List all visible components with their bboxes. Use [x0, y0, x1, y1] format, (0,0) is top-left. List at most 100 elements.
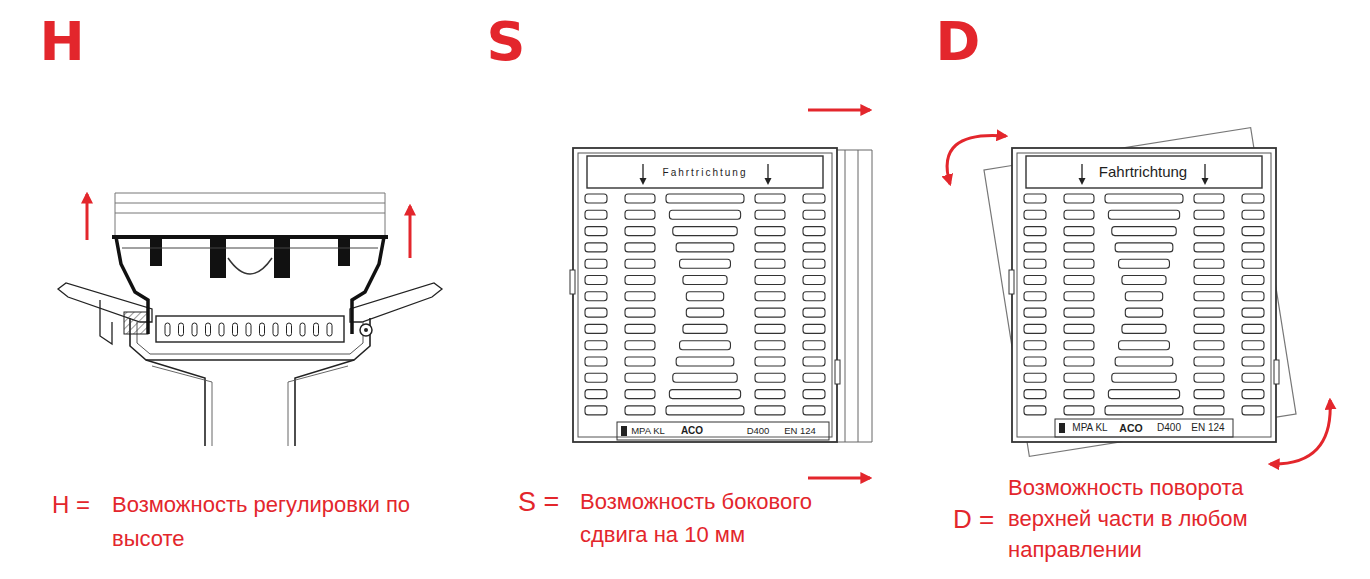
grate-slot	[1064, 292, 1094, 301]
basket-slot	[165, 323, 170, 336]
basket-slot	[327, 323, 332, 336]
rotate-arrow	[1270, 400, 1330, 464]
side-tab	[835, 360, 840, 384]
grate-slot	[625, 357, 655, 366]
grate-slot	[1105, 406, 1183, 415]
grate-slot	[803, 243, 825, 252]
grate-slot	[625, 227, 655, 236]
grate-slot	[1064, 324, 1094, 333]
basket-slot	[233, 323, 238, 336]
grate-slot	[755, 276, 785, 285]
panel-letter: H	[39, 11, 84, 73]
formula-key: D =	[953, 505, 994, 535]
grate-slot	[1242, 292, 1264, 301]
grate-slot	[1024, 227, 1046, 236]
bolt-core	[364, 328, 368, 332]
grate-slot	[1024, 406, 1046, 415]
drain-section	[58, 193, 442, 446]
direction-arrow	[767, 164, 768, 179]
outlet-pipe	[146, 360, 354, 446]
insert-rib	[210, 238, 226, 278]
grate-slot	[803, 276, 825, 285]
basket-slot	[314, 323, 319, 336]
grate-slot	[1064, 210, 1094, 219]
grate-slot	[755, 324, 785, 333]
rotate-ghost	[984, 128, 1296, 457]
basket-slot	[273, 323, 278, 336]
basket	[156, 316, 344, 342]
grate-slot	[1024, 210, 1046, 219]
grate-slot	[669, 390, 740, 399]
grate-slot	[1194, 373, 1224, 382]
grate-marking: MPA KL	[631, 426, 665, 437]
grate-slot	[1242, 357, 1264, 366]
direction-label: Fahrtrichtung	[663, 167, 748, 179]
grate-slot	[755, 390, 785, 399]
insert-rib	[274, 238, 290, 278]
grate-slot	[585, 406, 607, 415]
grate-slot	[625, 243, 655, 252]
grate-slot	[1064, 357, 1094, 366]
formula-key: S =	[518, 487, 559, 518]
grate-slot	[1024, 243, 1046, 252]
direction-band	[1026, 156, 1262, 188]
grate-slot	[585, 324, 607, 333]
grate-slot	[686, 308, 723, 317]
grate-slot	[1119, 341, 1170, 350]
grate-inner	[578, 153, 832, 437]
grate-slot	[803, 390, 825, 399]
grate-slot	[585, 194, 607, 203]
grate-slot	[1194, 406, 1224, 415]
insert-line	[122, 248, 378, 249]
grate-slot	[625, 390, 655, 399]
grate-slot	[625, 373, 655, 382]
direction-arrow	[642, 164, 643, 179]
caption: Возможность бокового сдвига на 10 мм	[580, 485, 842, 551]
grate-marking: ACO	[681, 425, 703, 437]
grate-slot	[1194, 276, 1224, 285]
basket-slot	[179, 323, 184, 336]
grate-slot	[755, 243, 785, 252]
grate-slot	[1064, 406, 1094, 415]
grate-slot	[803, 357, 825, 366]
grate-slot	[803, 324, 825, 333]
grate-slot	[1064, 194, 1094, 203]
lug	[100, 300, 112, 344]
grate-slot	[1242, 324, 1264, 333]
rotate-arrow	[947, 135, 1006, 184]
direction-label: Fahrtrichtung	[1099, 163, 1187, 180]
formula-key: H =	[52, 491, 90, 519]
insert-rib	[150, 238, 162, 266]
shift-arrow	[808, 109, 870, 112]
caption: Возможность поворота верхней части в люб…	[1008, 472, 1288, 565]
grate-slot	[1242, 373, 1264, 382]
grate-slot	[803, 373, 825, 382]
flange	[350, 283, 442, 322]
grate-slot	[1064, 259, 1094, 268]
grate-slot	[625, 276, 655, 285]
rotate-panel	[947, 128, 1330, 464]
grate-frame	[1012, 148, 1276, 442]
grate-slot	[1194, 390, 1224, 399]
grate-slot	[585, 357, 607, 366]
grate-slot	[1194, 227, 1224, 236]
side-tab	[570, 270, 575, 294]
grate-marking: EN 124	[784, 426, 816, 437]
grate-slot	[755, 194, 785, 203]
grate-slot	[1242, 227, 1264, 236]
panel-letter: S	[487, 11, 526, 73]
grate-slot	[625, 194, 655, 203]
grate-slot	[676, 357, 734, 366]
grate-slot	[803, 292, 825, 301]
grate-slot	[1242, 406, 1264, 415]
grate-slot	[755, 406, 785, 415]
grate-slot	[625, 308, 655, 317]
grate-slot	[666, 194, 744, 203]
grate-slot	[755, 341, 785, 350]
grate-frame	[573, 148, 837, 442]
grate-slot	[1112, 227, 1176, 236]
grate-slot	[1194, 292, 1224, 301]
basket-slot	[260, 323, 265, 336]
direction-arrow	[765, 178, 772, 185]
